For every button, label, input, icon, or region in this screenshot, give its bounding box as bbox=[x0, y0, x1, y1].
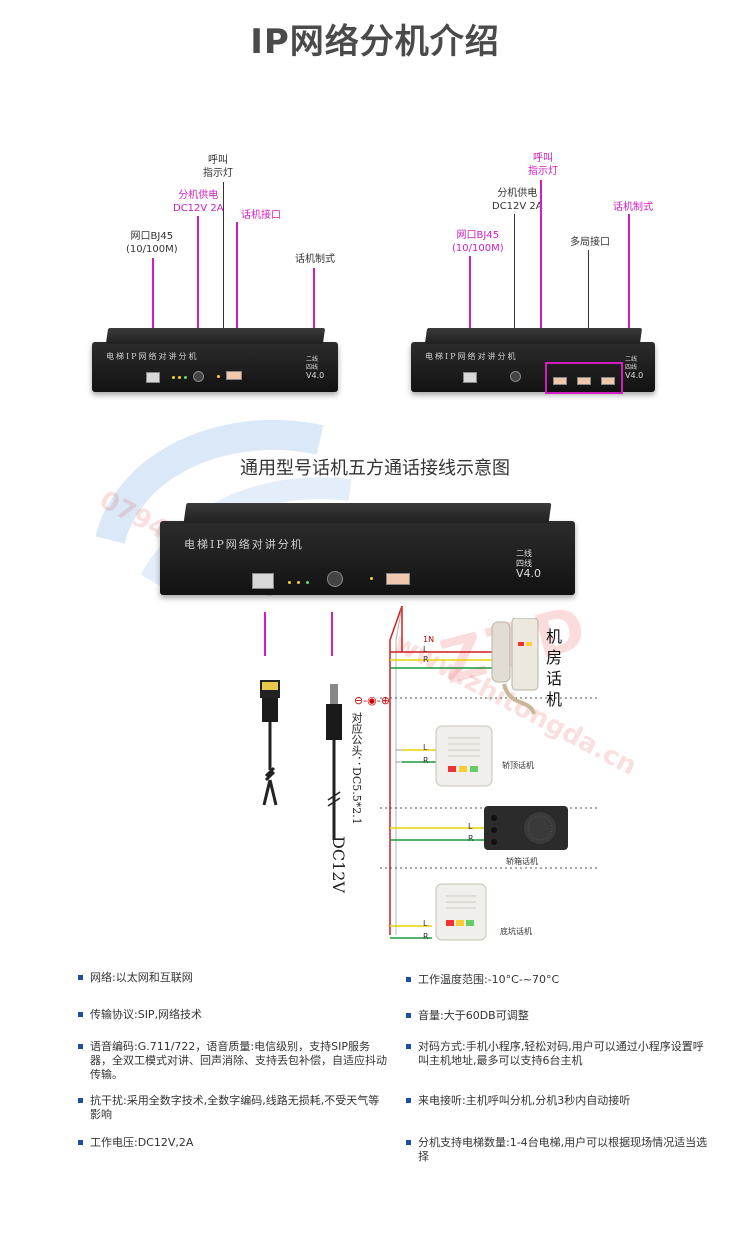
car-top-label: 轿顶话机 bbox=[502, 761, 534, 770]
diagram-handset-socket bbox=[386, 573, 410, 585]
handset-socket-1 bbox=[226, 371, 242, 380]
handset-port-line-1 bbox=[236, 222, 238, 364]
machine-room-label: 机房话机 bbox=[546, 627, 563, 709]
diagram-mark-2wire: 二线 bbox=[516, 549, 532, 558]
network-label-2: 网口BJ45(10/100M) bbox=[452, 230, 504, 254]
spec-left-2: 传输协议:SIP,网络技术 bbox=[78, 1008, 390, 1022]
wire-label-1n: 1N bbox=[423, 635, 435, 644]
wire-label-l-4: L bbox=[423, 919, 428, 928]
wire-label-r-1: R bbox=[423, 655, 429, 664]
spec-right-1: 工作温度范围:-10°C-~70°C bbox=[406, 973, 708, 987]
bullet-icon bbox=[406, 1140, 411, 1145]
rj45-port-1 bbox=[146, 372, 160, 383]
multi-port-line-2 bbox=[588, 250, 589, 360]
spec-left-3: 语音编码:G.711/722，语音质量:电信级别，支持SIP服务器，全双工模式对… bbox=[78, 1040, 390, 1082]
bullet-icon bbox=[406, 1044, 411, 1049]
diagram-dc-port bbox=[327, 571, 343, 587]
pit-phone-icon bbox=[435, 883, 487, 941]
system-line-1 bbox=[313, 268, 315, 364]
bullet-icon bbox=[406, 1013, 411, 1018]
polarity-icon: ⊖-◉-⊕ bbox=[354, 694, 390, 707]
rj45-port-2 bbox=[463, 372, 477, 383]
wire-label-l-1: L bbox=[423, 645, 428, 654]
dc-port-1 bbox=[193, 371, 204, 382]
spec-right-5: 分机支持电梯数量:1-4台电梯,用户可以根据现场情况适当选择 bbox=[406, 1136, 708, 1164]
dc-cable-line bbox=[331, 612, 333, 656]
spec-left-4: 抗干扰:采用全数字技术,全数字编码,线路无损耗,不受天气等影响 bbox=[78, 1094, 390, 1122]
spec-left-1: 网络:以太网和互联网 bbox=[78, 971, 390, 985]
bullet-icon bbox=[78, 1098, 83, 1103]
dc-voltage-label: DC12V bbox=[329, 836, 348, 893]
diagram-device: 电梯IP网络对讲分机 二线 四线 V4.0 bbox=[160, 503, 575, 595]
bullet-icon bbox=[406, 977, 411, 982]
device-2: 电梯IP网络对讲分机 二线 四线 V4.0 bbox=[411, 328, 655, 394]
car-top-phone-icon bbox=[435, 725, 493, 787]
call-light-line-2 bbox=[540, 180, 542, 364]
system-line-2 bbox=[628, 214, 630, 364]
diagram-title: 通用型号话机五方通话接线示意图 bbox=[240, 458, 510, 479]
diagram-device-name: 电梯IP网络对讲分机 bbox=[184, 538, 304, 551]
multi-port-box bbox=[545, 362, 623, 394]
call-light-line-1 bbox=[223, 182, 224, 366]
car-phone-icon bbox=[484, 806, 568, 850]
device-1-name: 电梯IP网络对讲分机 bbox=[106, 352, 199, 361]
wire-label-r-4: R bbox=[423, 932, 429, 941]
system-label-2: 话机制式 bbox=[613, 202, 653, 213]
mark-version-1: V4.0 bbox=[306, 371, 325, 380]
rj45-cable-line bbox=[264, 612, 266, 656]
spec-left-5: 工作电压:DC12V,2A bbox=[78, 1136, 390, 1150]
diagram-mark-4wire: 四线 bbox=[516, 559, 532, 568]
pit-label: 底坑话机 bbox=[500, 927, 532, 936]
device-1: 电梯IP网络对讲分机 二线 四线 V4.0 bbox=[92, 328, 338, 392]
power-line-1 bbox=[197, 216, 199, 369]
spec-right-3: 对码方式:手机小程序,轻松对码,用户可以通过小程序设置呼叫主机地址,最多可以支持… bbox=[406, 1040, 708, 1068]
connector-note: 对应公头：DC5.5*2.1 bbox=[350, 712, 363, 825]
machine-room-phone-icon bbox=[491, 618, 539, 715]
bullet-icon bbox=[406, 1098, 411, 1103]
spec-right-4: 来电接听:主机呼叫分机,分机3秒内自动接听 bbox=[406, 1094, 708, 1108]
mark-4wire-1: 四线 bbox=[306, 364, 319, 371]
system-label-1: 话机制式 bbox=[295, 254, 335, 265]
car-label: 轿箱话机 bbox=[506, 857, 538, 866]
wire-label-l-3: L bbox=[468, 822, 473, 831]
diagram-mark-version: V4.0 bbox=[516, 567, 542, 580]
device-2-name: 电梯IP网络对讲分机 bbox=[425, 352, 518, 361]
call-light-label-1: 呼叫指示灯 bbox=[203, 155, 233, 179]
multi-port-label-2: 多局接口 bbox=[570, 237, 610, 248]
wire-label-r-3: R bbox=[468, 834, 474, 843]
bullet-icon bbox=[78, 1044, 83, 1049]
dc-plug-icon bbox=[326, 684, 342, 840]
dc-port-2 bbox=[510, 371, 521, 382]
rj45-plug-icon bbox=[260, 680, 280, 806]
handset-port-label-1: 话机接口 bbox=[241, 210, 281, 221]
handset-wiring bbox=[380, 605, 600, 939]
network-line-1 bbox=[152, 258, 154, 370]
page-title: IP网络分机介绍 bbox=[250, 22, 500, 62]
network-line-2 bbox=[469, 256, 471, 369]
call-light-label-2: 呼叫指示灯 bbox=[528, 153, 558, 177]
mark-version-2: V4.0 bbox=[625, 371, 644, 380]
mark-4wire-2: 四线 bbox=[625, 364, 638, 371]
wire-label-l-2: L bbox=[423, 743, 428, 752]
diagram-rj45-port bbox=[252, 573, 274, 589]
bullet-icon bbox=[78, 975, 83, 980]
wire-label-r-2: R bbox=[423, 756, 429, 765]
power-line-2 bbox=[514, 214, 515, 369]
network-label-1: 网口BJ45(10/100M) bbox=[126, 231, 178, 255]
bullet-icon bbox=[78, 1140, 83, 1145]
spec-right-2: 音量:大于60DB可调整 bbox=[406, 1009, 708, 1023]
mark-2wire-1: 二线 bbox=[306, 356, 319, 363]
mark-2wire-2: 二线 bbox=[625, 356, 638, 363]
bullet-icon bbox=[78, 1012, 83, 1017]
